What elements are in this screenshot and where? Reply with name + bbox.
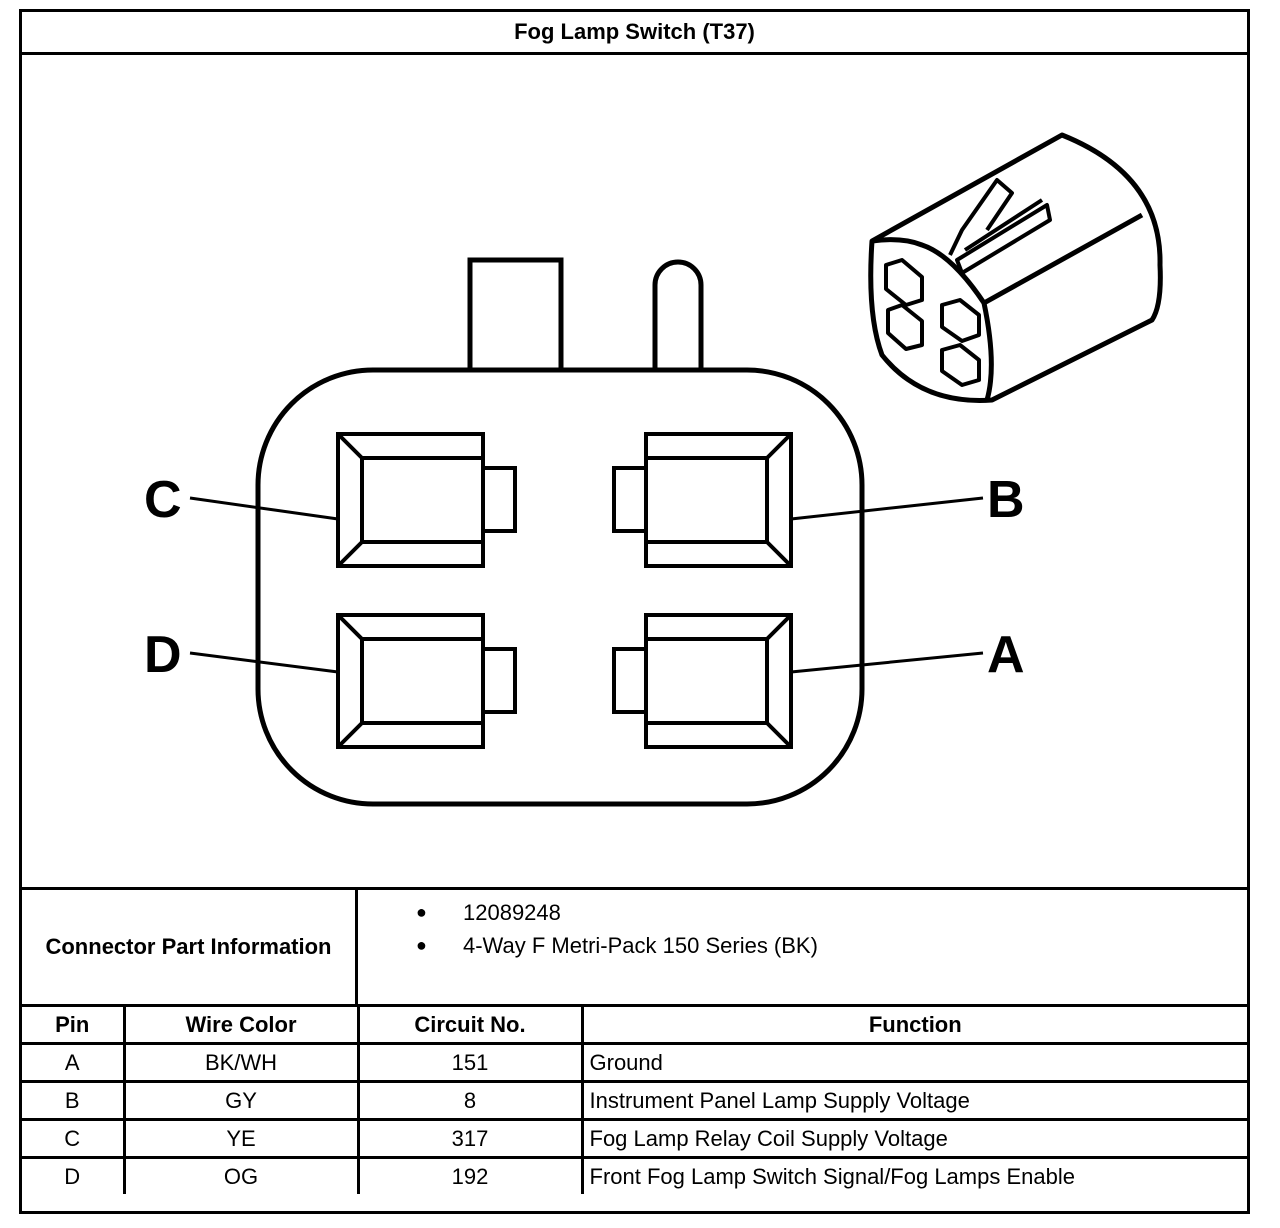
bullet-icon: ● <box>416 935 427 955</box>
pin-label-c: C <box>144 471 182 529</box>
pin-table: Pin Wire Color Circuit No. Function A BK… <box>22 1007 1247 1194</box>
leader-b <box>790 496 984 521</box>
cell-function: Fog Lamp Relay Coil Supply Voltage <box>580 1118 1247 1159</box>
connector-sheet: Fog Lamp Switch (T37) <box>19 9 1250 1214</box>
cell-wire-color: YE <box>122 1118 360 1159</box>
key-post <box>652 259 704 370</box>
table-row: A BK/WH 151 Ground <box>22 1042 1247 1083</box>
pin-label-b: B <box>987 471 1025 529</box>
connector-face-svg: C B D A <box>144 132 1163 807</box>
header-circuit: Circuit No. <box>356 1007 584 1045</box>
table-row: B GY 8 Instrument Panel Lamp Supply Volt… <box>22 1080 1247 1121</box>
table-row: D OG 192 Front Fog Lamp Switch Signal/Fo… <box>22 1156 1247 1194</box>
cavity-a <box>612 613 793 749</box>
cell-function: Front Fog Lamp Switch Signal/Fog Lamps E… <box>580 1156 1247 1194</box>
leader-lines <box>189 496 984 674</box>
isometric-cavities <box>884 258 981 387</box>
cell-pin: B <box>22 1080 126 1121</box>
connector-face <box>255 257 865 807</box>
connector-info-item: ●4-Way F Metri-Pack 150 Series (BK) <box>358 929 818 962</box>
connector-housing <box>255 367 865 807</box>
cell-pin: A <box>22 1042 126 1083</box>
cavity-b <box>612 432 793 568</box>
locking-tab <box>467 257 564 373</box>
cell-function: Ground <box>580 1042 1247 1083</box>
cell-pin: D <box>22 1156 126 1194</box>
connector-info-list: ●12089248 ●4-Way F Metri-Pack 150 Series… <box>358 896 818 962</box>
page-title: Fog Lamp Switch (T37) <box>22 12 1247 55</box>
pin-table-header: Pin Wire Color Circuit No. Function <box>22 1007 1247 1045</box>
cell-circuit: 151 <box>356 1042 584 1083</box>
pin-label-d: D <box>144 626 182 684</box>
header-wire-color: Wire Color <box>122 1007 360 1045</box>
leader-c <box>189 496 339 521</box>
cell-pin: C <box>22 1118 126 1159</box>
cell-circuit: 317 <box>356 1118 584 1159</box>
leader-d <box>189 651 339 674</box>
header-function: Function <box>580 1007 1247 1045</box>
leader-a <box>790 651 984 674</box>
pin-label-a: A <box>987 626 1025 684</box>
table-row: C YE 317 Fog Lamp Relay Coil Supply Volt… <box>22 1118 1247 1159</box>
cavity-d <box>336 613 517 749</box>
cell-circuit: 192 <box>356 1156 584 1194</box>
cell-wire-color: BK/WH <box>122 1042 360 1083</box>
cell-circuit: 8 <box>356 1080 584 1121</box>
cell-wire-color: GY <box>122 1080 360 1121</box>
cavities <box>336 432 793 749</box>
connector-part-information: Connector Part Information ●12089248 ●4-… <box>22 887 1247 1007</box>
connector-diagram: C B D A <box>22 55 1247 887</box>
cavity-c <box>336 432 517 568</box>
connector-info-label: Connector Part Information <box>22 890 358 1004</box>
cell-function: Instrument Panel Lamp Supply Voltage <box>580 1080 1247 1121</box>
connector-info-item: ●12089248 <box>358 896 818 929</box>
cell-wire-color: OG <box>122 1156 360 1194</box>
header-pin: Pin <box>22 1007 126 1045</box>
connector-isometric-illustration <box>868 132 1163 403</box>
bullet-icon: ● <box>416 902 427 922</box>
